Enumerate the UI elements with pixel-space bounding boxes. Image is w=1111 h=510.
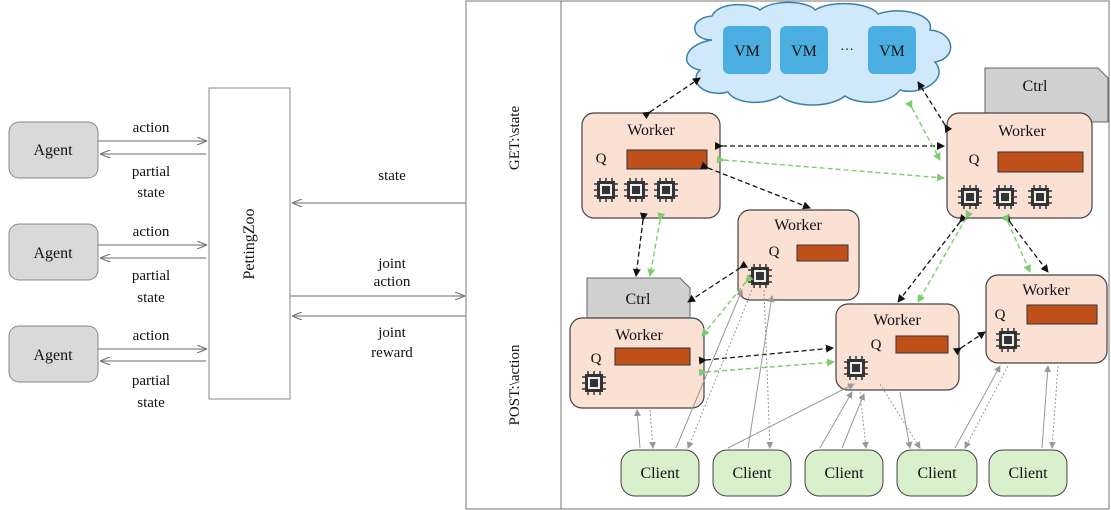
client-3: Client xyxy=(804,449,884,497)
vm-label: VM xyxy=(879,43,905,60)
worker-label: Worker xyxy=(627,122,675,139)
queue-bar xyxy=(796,244,849,262)
worker-5: Worker Q xyxy=(835,303,960,391)
client-label: Client xyxy=(917,465,957,482)
agent-label: Agent xyxy=(33,245,73,262)
vm-label: VM xyxy=(791,43,817,60)
worker-4: Worker Q xyxy=(569,317,705,409)
partial-label: partial xyxy=(132,164,170,180)
joint-reward-label-1: joint xyxy=(377,325,406,341)
pettingzoo-box xyxy=(208,87,291,400)
client-4: Client xyxy=(896,449,978,497)
action-label: action xyxy=(133,224,170,240)
cpu-icon xyxy=(747,263,773,289)
ctrl-label: Ctrl xyxy=(1023,78,1048,95)
queue-bar xyxy=(626,149,708,170)
cpu-icon xyxy=(992,184,1018,210)
client-label: Client xyxy=(732,465,772,482)
state-label: state xyxy=(378,168,406,184)
partial-label: partial xyxy=(132,373,170,389)
queue-label: Q xyxy=(871,337,882,353)
ctrl-box: Ctrl xyxy=(586,277,691,323)
cloud: VM VM ··· VM xyxy=(685,1,952,106)
post-action-label: POST:\action xyxy=(507,344,523,425)
action-label: action xyxy=(133,120,170,136)
get-state-label: GET:\state xyxy=(507,106,523,171)
cpu-icon xyxy=(593,177,619,203)
cpu-icon xyxy=(843,355,869,381)
client-1: Client xyxy=(620,449,700,497)
joint-action-label-1: joint xyxy=(377,256,406,272)
worker-label: Worker xyxy=(615,327,663,344)
agent-2: Agent xyxy=(8,223,99,281)
joint-reward-label-2: reward xyxy=(371,345,413,361)
ctrl-box: Ctrl xyxy=(984,67,1109,123)
state-label: state xyxy=(137,395,165,411)
state-label: state xyxy=(137,185,165,201)
pettingzoo-label: PettingZoo xyxy=(241,208,258,279)
vm-box xyxy=(723,26,771,74)
ctrl-label: Ctrl xyxy=(626,291,651,308)
vm-box xyxy=(868,26,916,74)
agent-label: Agent xyxy=(33,142,73,159)
client-label: Client xyxy=(1008,465,1048,482)
vm-label: VM xyxy=(734,43,760,60)
queue-label: Q xyxy=(596,151,607,167)
worker-2: Worker Q xyxy=(946,112,1093,219)
cpu-icon xyxy=(995,327,1021,353)
worker-3: Worker Q xyxy=(737,209,860,301)
agent-3: Agent xyxy=(8,325,99,383)
cpu-icon xyxy=(581,370,607,396)
client-2: Client xyxy=(712,449,792,497)
queue-bar xyxy=(614,347,691,366)
client-5: Client xyxy=(988,449,1068,497)
queue-bar xyxy=(1026,304,1098,325)
agent-1: Agent xyxy=(8,121,99,179)
queue-label: Q xyxy=(769,244,780,260)
cpu-icon xyxy=(957,184,983,210)
worker-label: Worker xyxy=(1022,282,1070,299)
queue-label: Q xyxy=(995,307,1006,323)
worker-6: Worker Q xyxy=(985,274,1108,364)
worker-label: Worker xyxy=(998,123,1046,140)
state-label: state xyxy=(137,290,165,306)
cpu-icon xyxy=(653,177,679,203)
joint-action-label-2: action xyxy=(374,274,411,290)
worker-label: Worker xyxy=(774,217,822,234)
queue-bar xyxy=(895,335,949,354)
cpu-icon xyxy=(1027,184,1053,210)
worker-label: Worker xyxy=(873,312,921,329)
worker-1: Worker Q xyxy=(581,112,721,219)
agent-label: Agent xyxy=(33,347,73,364)
queue-bar xyxy=(997,151,1084,173)
client-label: Client xyxy=(640,465,680,482)
vm-box xyxy=(780,26,828,74)
cpu-icon xyxy=(623,177,649,203)
vm-ellipsis: ··· xyxy=(840,43,854,58)
client-label: Client xyxy=(824,465,864,482)
queue-label: Q xyxy=(969,152,980,168)
partial-label: partial xyxy=(132,268,170,284)
action-label: action xyxy=(133,328,170,344)
queue-label: Q xyxy=(591,351,602,367)
